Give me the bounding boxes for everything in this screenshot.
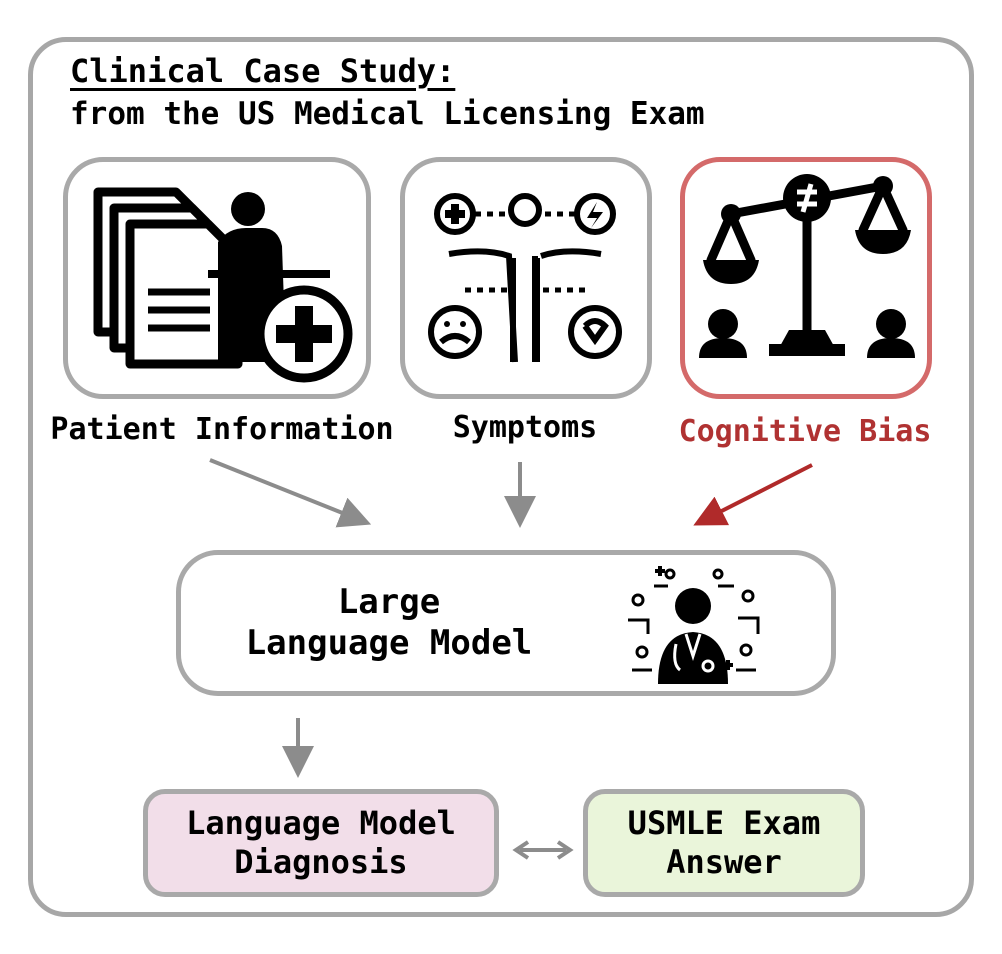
arrow-bias-to-model [693, 463, 813, 526]
diagram-subtitle: from the US Medical Licensing Exam [70, 96, 705, 132]
usmle-exam-answer-box: USMLE Exam Answer [583, 789, 865, 897]
diagram-title: Clinical Case Study: [70, 52, 456, 90]
llm-label-line2: Language Model [245, 623, 533, 663]
symptoms-label: Symptoms [452, 410, 598, 445]
symptoms-icon [428, 193, 622, 363]
patient-information-card [63, 157, 371, 399]
answer-label-line1: USMLE Exam [627, 803, 821, 842]
answer-label-line2: Answer [666, 843, 782, 881]
double-arrow-diagnosis-answer [512, 840, 574, 860]
patient-information-label: Patient Information [50, 412, 394, 447]
symptoms-card [400, 157, 652, 399]
cognitive-bias-label: Cognitive Bias [678, 414, 932, 449]
cognitive-bias-card [680, 157, 932, 399]
patient-records-icon [93, 187, 353, 383]
diagnosis-label-line2: Diagnosis [234, 843, 408, 881]
diagnosis-label-line1: Language Model [186, 803, 456, 842]
llm-label-line1: Large [337, 581, 441, 622]
diagram-frame [28, 37, 974, 917]
language-model-diagnosis-box: Language Model Diagnosis [143, 789, 499, 897]
arrow-patient-to-model [209, 458, 372, 528]
unequal-scale-icon [699, 174, 915, 358]
ai-doctor-icon [628, 566, 760, 684]
